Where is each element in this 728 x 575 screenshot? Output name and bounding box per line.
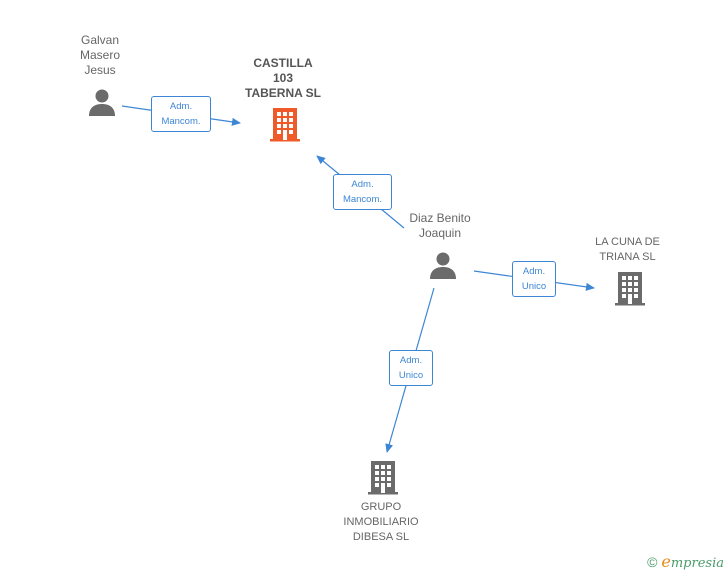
building-icon[interactable]	[613, 270, 647, 306]
person-icon[interactable]	[87, 87, 117, 117]
copyright-symbol: ©	[647, 553, 658, 570]
node-label-castilla: CASTILLA 103 TABERNA SL	[245, 56, 321, 100]
brand-logo: empresia	[661, 552, 724, 571]
relation-label-diaz-castilla[interactable]: Adm. Mancom.	[333, 174, 392, 210]
node-label-grupo: GRUPO INMOBILIARIO DIBESA SL	[343, 501, 419, 543]
building-icon[interactable]	[366, 459, 400, 495]
node-label-galvan: Galvan Masero Jesus	[79, 33, 120, 77]
relation-label-diaz-grupo[interactable]: Adm. Unico	[389, 350, 433, 386]
relation-label-diaz-cuna[interactable]: Adm. Unico	[512, 261, 556, 297]
footer-brand: © empresia	[647, 552, 724, 571]
relation-label-galvan-castilla[interactable]: Adm. Mancom.	[151, 96, 211, 132]
person-icon[interactable]	[428, 250, 458, 280]
node-label-cuna: LA CUNA DE TRIANA SL	[595, 236, 660, 263]
node-label-diaz: Diaz Benito Joaquin	[409, 211, 471, 240]
building-icon[interactable]	[268, 106, 302, 142]
